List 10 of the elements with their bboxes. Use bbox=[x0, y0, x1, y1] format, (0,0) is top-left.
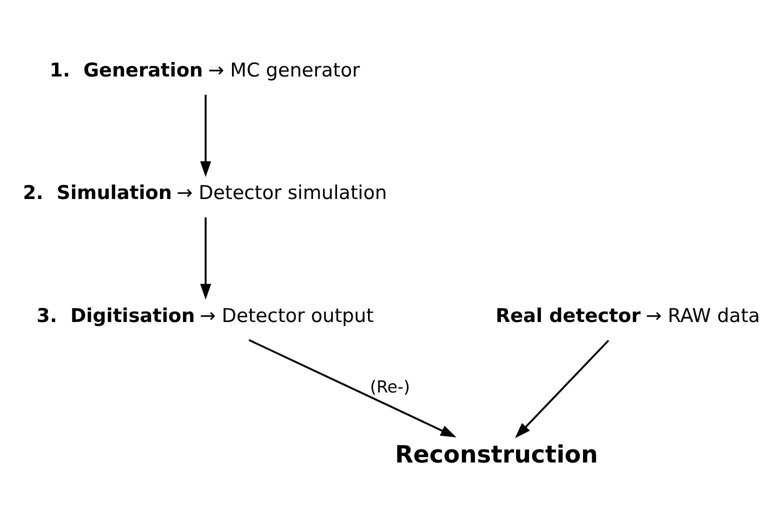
arrow bbox=[200, 217, 212, 300]
node-text: Real detector → RAW data bbox=[496, 304, 760, 327]
node-text: Reconstruction bbox=[394, 440, 598, 469]
edge-label: (Re-) bbox=[370, 378, 410, 397]
node-text: 3. Digitisation → Detector output bbox=[36, 304, 374, 327]
node-text: 1. Generation → MC generator bbox=[50, 60, 360, 82]
arrow bbox=[200, 94, 212, 178]
node-text: 2. Simulation → Detector simulation bbox=[22, 182, 387, 204]
arrow bbox=[248, 339, 456, 438]
arrow bbox=[515, 340, 610, 438]
